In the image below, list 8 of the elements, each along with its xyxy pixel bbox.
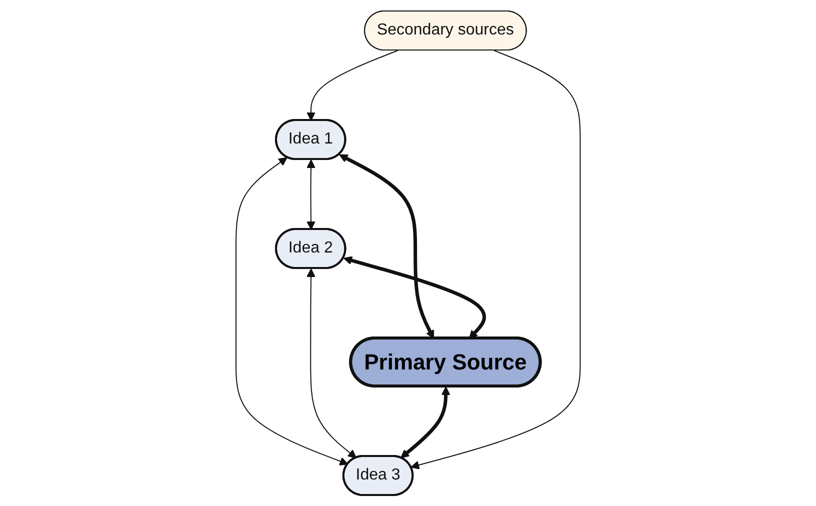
arrow xyxy=(343,256,486,339)
arrow xyxy=(235,157,348,466)
arrow xyxy=(306,50,398,121)
arrow xyxy=(306,160,316,230)
arrow xyxy=(410,50,581,470)
arrow xyxy=(339,154,434,339)
arrow xyxy=(306,268,356,458)
arrow xyxy=(400,386,450,458)
